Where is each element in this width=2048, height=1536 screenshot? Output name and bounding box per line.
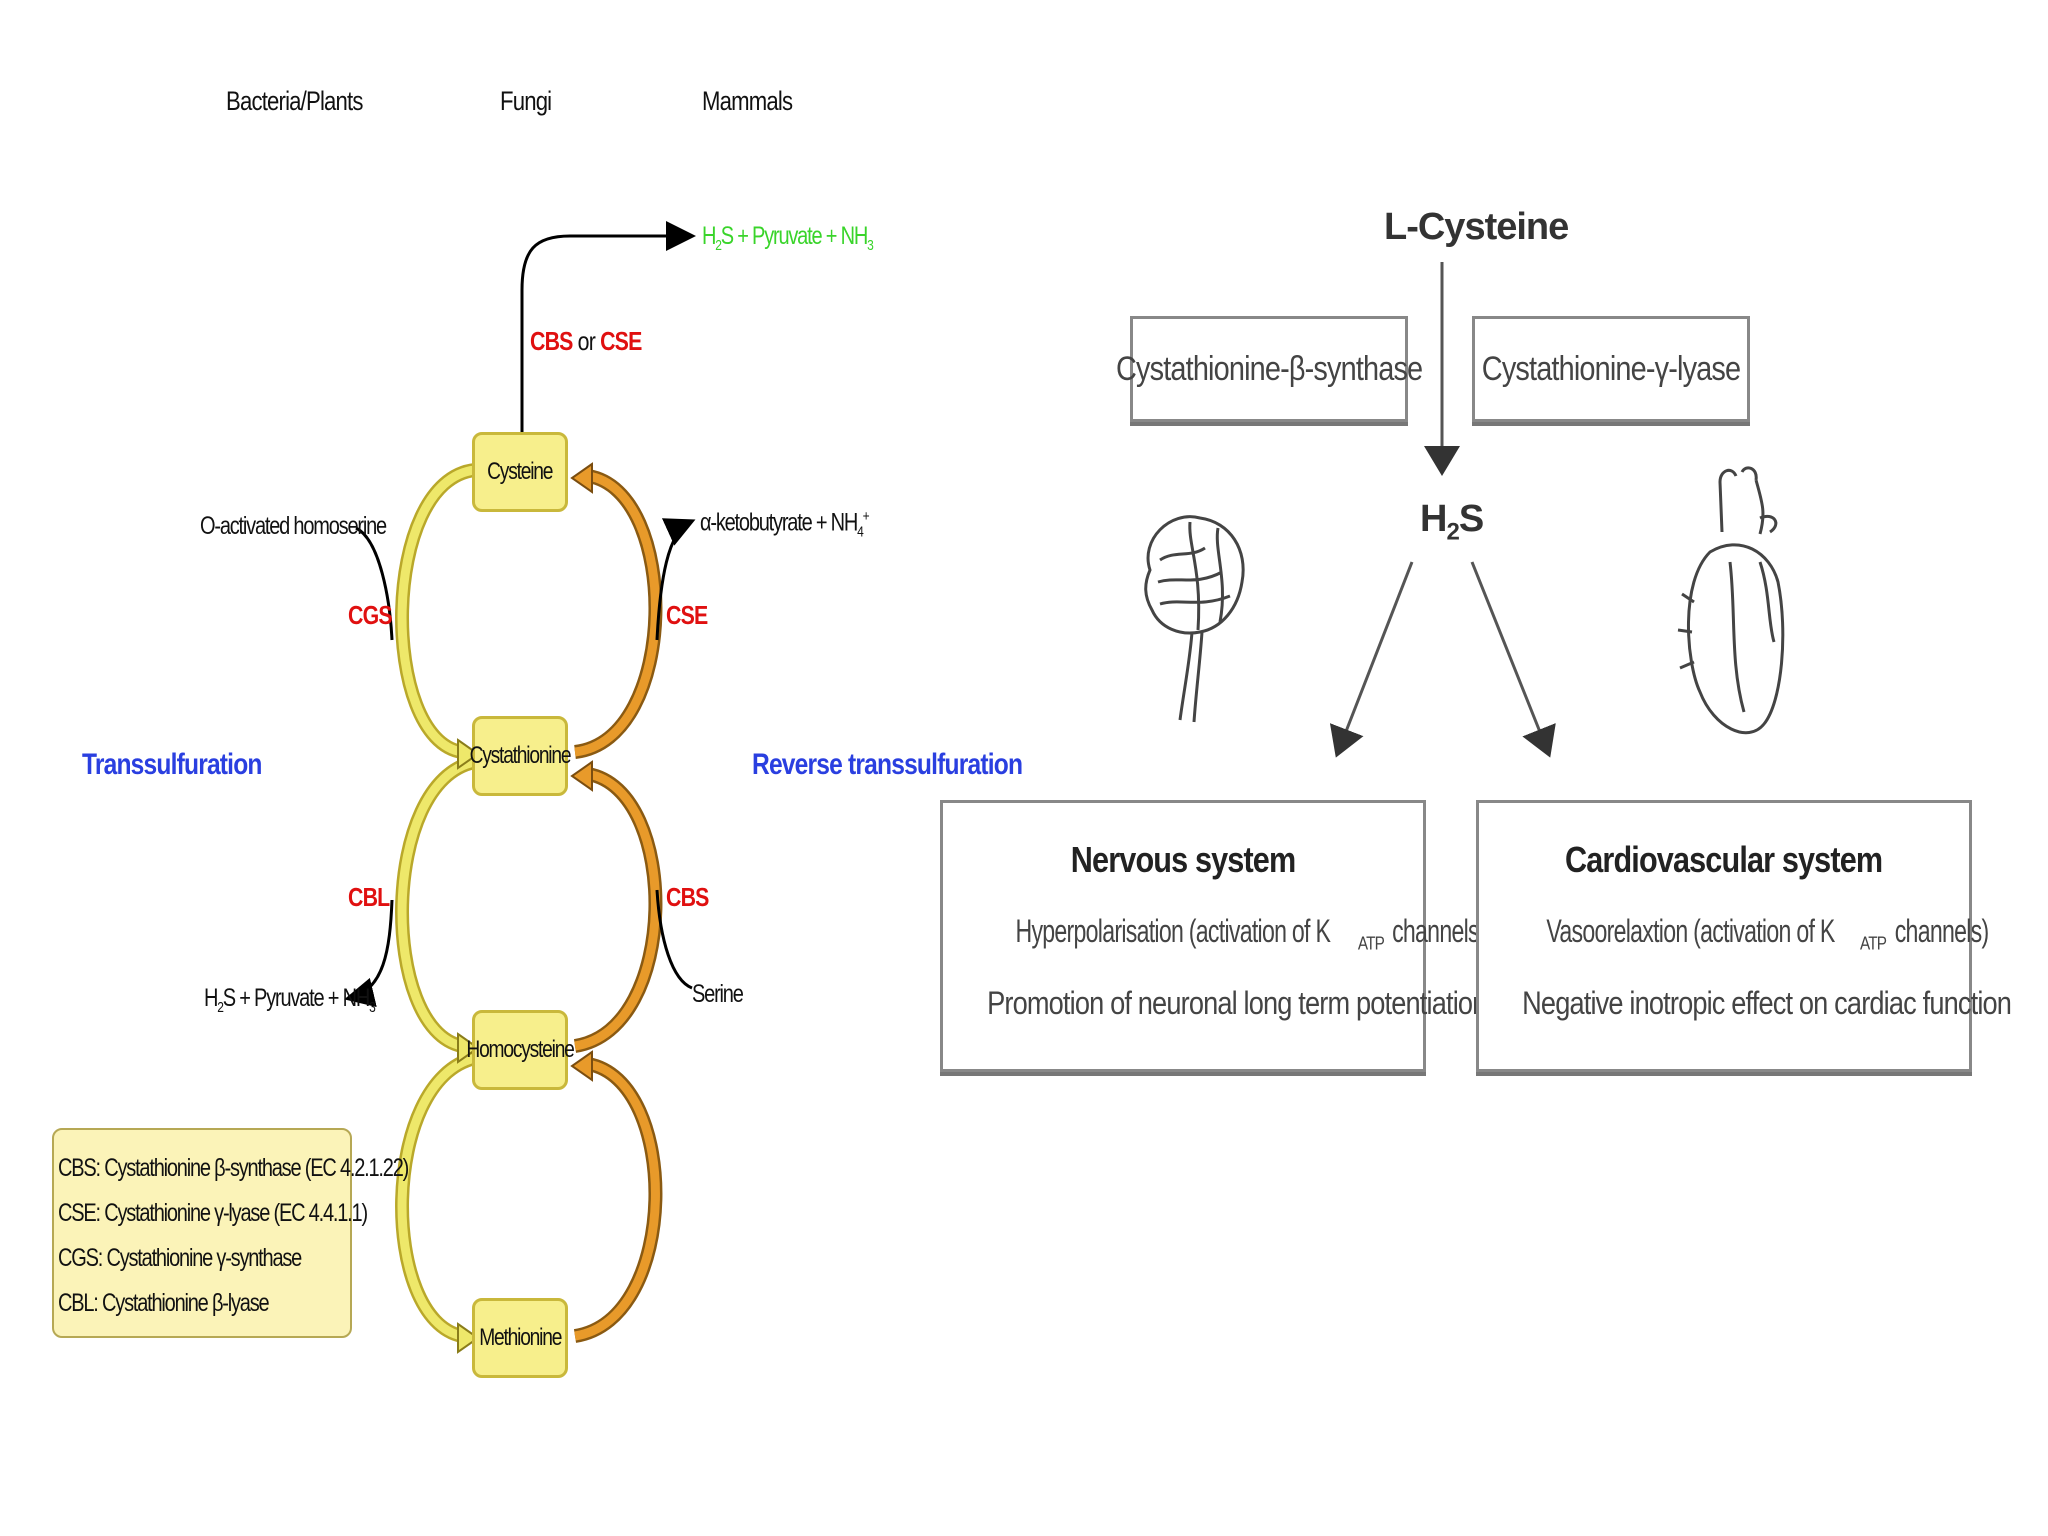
column-header-bacteria-plants: Bacteria/Plants xyxy=(226,86,363,116)
legend-item-cbl: CBL: Cystathionine β-lyase xyxy=(58,1289,270,1317)
column-header-fungi: Fungi xyxy=(500,86,552,116)
pathway-arrows xyxy=(344,221,696,1354)
yellow-arc-group xyxy=(395,463,478,1343)
cardiovascular-system-title: Cardiovascular system xyxy=(1565,839,1883,880)
node-methionine: Methionine xyxy=(472,1298,568,1378)
h2s-arrows xyxy=(1329,262,1556,758)
o-activated-homoserine-label: O-activated homoserine xyxy=(200,512,387,540)
transsulfuration-label: Transsulfuration xyxy=(82,748,262,781)
cardiovascular-system-box: Cardiovascular system Vasoorelaxtion (ac… xyxy=(1476,800,2012,1072)
node-homocysteine: Homocysteine xyxy=(466,1010,575,1090)
legend-item-cgs: CGS: Cystathionine γ-synthase xyxy=(58,1244,302,1272)
left-product-label: H2S + Pyruvate + NH3 xyxy=(204,984,376,1016)
l-cysteine-label: L-Cysteine xyxy=(1384,206,1569,248)
nervous-system-title: Nervous system xyxy=(1070,839,1296,880)
nervous-system-effect-2: Promotion of neuronal long term potentia… xyxy=(987,985,1487,1022)
column-header-mammals: Mammals xyxy=(702,86,793,116)
heart-icon xyxy=(1677,466,1785,735)
top-product-label: H2S + Pyruvate + NH3 xyxy=(702,222,874,254)
top-enzyme-label: CBS or CSE xyxy=(530,326,642,356)
enzyme-cse: CSE xyxy=(666,600,708,630)
cardiovascular-system-effect-2: Negative inotropic effect on cardiac fun… xyxy=(1522,985,2012,1022)
cse-enzyme-box: Cystathionine-γ-lyase xyxy=(1472,316,1750,422)
enzyme-cbs: CBS xyxy=(666,882,709,912)
enzyme-legend: CBS: Cystathionine β-synthase (EC 4.2.1.… xyxy=(52,1128,409,1338)
nervous-system-box: Nervous system Hyperpolarisation (activa… xyxy=(940,800,1487,1072)
legend-item-cbs: CBS: Cystathionine β-synthase (EC 4.2.1.… xyxy=(58,1154,409,1182)
node-cystathionine: Cystathionine xyxy=(470,716,572,796)
legend-item-cse: CSE: Cystathionine γ-lyase (EC 4.4.1.1) xyxy=(58,1199,368,1227)
ketobutyrate-label: α-ketobutyrate + NH4+ xyxy=(700,508,870,541)
h2s-label: H2S xyxy=(1420,498,1484,546)
reverse-transsulfuration-label: Reverse transsulfuration xyxy=(752,748,1023,781)
enzyme-cgs: CGS xyxy=(348,600,393,630)
cbs-enzyme-box: Cystathionine-β-synthase xyxy=(1116,316,1423,422)
brain-icon xyxy=(1144,515,1245,723)
enzyme-cbl: CBL xyxy=(348,882,390,912)
serine-label: Serine xyxy=(692,980,744,1008)
node-cysteine: Cysteine xyxy=(472,432,568,512)
